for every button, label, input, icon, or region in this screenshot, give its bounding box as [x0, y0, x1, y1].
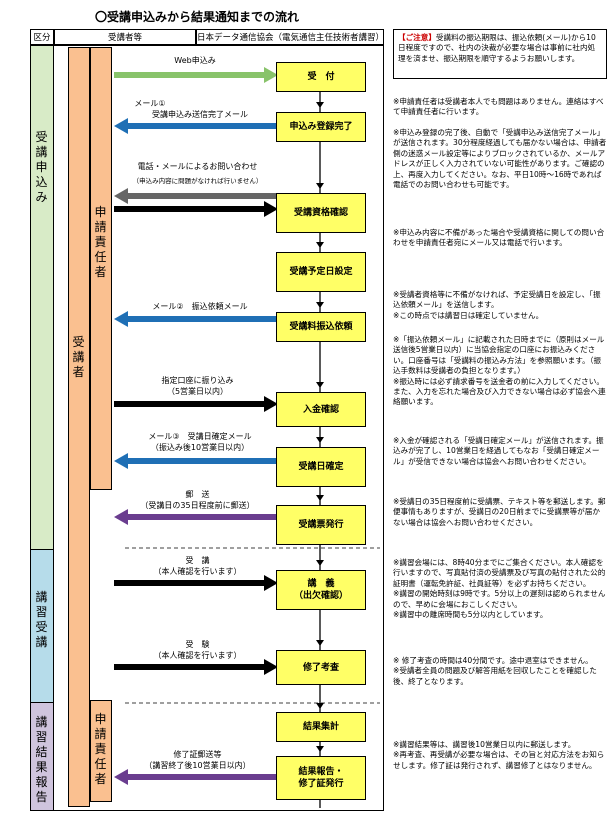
arrow-body [114, 580, 264, 586]
arrow-body [128, 774, 278, 780]
page-title: 〇受講申込みから結果通知までの流れ [95, 10, 300, 24]
header-applicant: 受講者等 [54, 29, 196, 45]
phase-label-training: 講習受講 [35, 590, 49, 649]
step-date-confirmed: 受講日確定 [276, 447, 366, 487]
arrow-label-6a: メール③ 受講日確定メール [148, 432, 252, 441]
note-3: ※申込み内容に不備があった場合や受講資格に関しての問い合わせを申請責任者宛にメー… [393, 228, 605, 248]
header-category: 区分 [30, 29, 54, 45]
arrow-completion-mail [114, 118, 278, 134]
arrow-head [264, 396, 278, 412]
caution-label: 【ご注意】 [398, 33, 436, 42]
phase-label-application: 受講申込み [35, 130, 49, 204]
note-2: ※申込み登録の完了後、自動で「受講申込み送信完了メール」が送信されます。30分程… [393, 128, 607, 190]
arrow-head [114, 509, 128, 525]
arrow-label-9a: 受 験 [185, 640, 210, 649]
header-association: 日本データ通信協会（電気通信主任技術者講習） [196, 29, 384, 45]
arrow-body [128, 514, 278, 520]
actor-responsible-column-1 [90, 47, 112, 490]
arrow-label-10b: （講習終了後10営業日以内） [144, 761, 251, 770]
step-ticket-issue: 受講票発行 [276, 505, 366, 545]
arrow-label-2a: メール① [134, 99, 166, 108]
step-eligibility-check: 受講資格確認 [276, 193, 366, 233]
arrow-label-7b: （受講日の35日程度前に郵送） [140, 501, 255, 510]
arrow-head [264, 67, 278, 83]
note-4: ※受講者資格等に不備がなければ、予定受講日を設定し、「振込依頼メール」を送信しま… [393, 290, 601, 320]
arrow-date-confirmed-mail [114, 453, 278, 469]
actor-trainee-column [68, 47, 90, 807]
arrow-head [114, 769, 128, 785]
step-registration-complete: 申込み登録完了 [276, 112, 366, 142]
arrow-label-5a: 指定口座に振り込み [161, 376, 234, 385]
actor-responsible-column-2 [90, 700, 112, 802]
arrow-body [128, 458, 278, 464]
note-10: ※講習結果等は、講習後10営業日以内に郵送します。 ※再考査、再受講が必要な場合… [393, 740, 605, 770]
note-8: ※講習会場には、8時40分までにご集合ください。本人確認を行いますので、写真貼付… [393, 558, 606, 620]
step-lecture: 講 義 （出欠確認） [276, 570, 366, 610]
arrow-label-5b: （5営業日以内） [166, 387, 229, 396]
note-1: ※申請責任者は受講者本人でも問題はありません。連絡はすべて申請責任者に行います。 [393, 97, 604, 117]
down-arrowheads [316, 102, 324, 752]
arrow-head [114, 311, 128, 327]
arrow-inquiry-reply [114, 201, 278, 217]
arrow-mailing [114, 509, 278, 525]
phase-application [30, 45, 54, 550]
arrow-label-3b: （申込み内容に問題がなければ行いません） [132, 177, 263, 185]
arrow-body [114, 206, 264, 212]
arrow-label-6b: （振込み後10営業日以内） [150, 443, 250, 452]
arrow-bank-transfer [114, 396, 278, 412]
note-9: ※ 修了考査の時間は40分間です。途中退室はできません。 ※受講者全員の問題及び… [393, 656, 597, 686]
arrow-body [114, 664, 264, 670]
arrow-body [128, 193, 278, 199]
note-6: ※入金が確認される「受講日確定メール」が送信されます。振込みが完了し、10営業日… [393, 436, 604, 466]
arrow-body [114, 72, 264, 78]
step-schedule-setting: 受講予定日設定 [276, 252, 366, 292]
step-final-exam: 修了考査 [276, 650, 366, 685]
step-result-tally: 結果集計 [276, 712, 366, 742]
arrow-certificate-mailing [114, 769, 278, 785]
caution-text: 受講料の振込期限は、振込依頼(メール)から10日程度ですので、社内の決裁が必要な… [398, 33, 596, 63]
arrow-head [264, 201, 278, 217]
arrow-head [264, 575, 278, 591]
step-result-report: 結果報告・ 修了証発行 [276, 756, 366, 800]
arrow-head [114, 453, 128, 469]
arrow-label-7a: 郵 送 [185, 490, 210, 499]
arrow-body [128, 123, 278, 129]
note-5: ※「振込依頼メール」に記載された日時までに（原則はメール送信後5営業日以内）に当… [393, 335, 606, 407]
flow-frame [54, 45, 384, 811]
phase-training [30, 550, 54, 703]
arrow-label-3a: 電話・メールによるお問い合わせ [137, 162, 258, 171]
step-payment-confirmation: 入金確認 [276, 392, 366, 427]
note-7: ※受講日の35日程度前に受講票、テキスト等を郵送します。郵便事情もありますが、受… [393, 497, 606, 527]
arrow-payment-request-mail [114, 311, 278, 327]
step-payment-request: 受講料振込依頼 [276, 312, 366, 342]
phase-result [30, 703, 54, 811]
arrow-body [128, 316, 278, 322]
arrow-label-1a: Web申込み [174, 56, 216, 65]
arrow-web-application [114, 67, 278, 83]
arrow-label-8b: （本人確認を行います） [153, 567, 242, 576]
caution-note: 【ご注意】受講料の振込期限は、振込依頼(メール)から10日程度ですので、社内の決… [393, 29, 607, 79]
arrow-label-8a: 受 講 [185, 556, 210, 565]
arrow-head [264, 659, 278, 675]
arrow-inquiry [114, 188, 278, 204]
arrow-label-10a: 修了証郵送等 [173, 750, 222, 759]
phase-label-result: 講習結果報告 [35, 715, 49, 804]
arrow-label-4a: メール② 振込依頼メール [152, 302, 248, 311]
arrow-body [114, 401, 264, 407]
arrow-attend [114, 575, 278, 591]
actor-label-trainee: 受講者 [72, 335, 86, 379]
actor-label-responsible-1: 申請責任者 [94, 205, 108, 279]
arrow-head [114, 188, 128, 204]
arrow-label-9b: （本人確認を行います） [153, 651, 242, 660]
arrow-label-2b: 受講申込み送信完了メール [152, 110, 248, 119]
arrow-head [114, 118, 128, 134]
arrow-exam [114, 659, 278, 675]
step-reception: 受 付 [276, 62, 366, 92]
actor-label-responsible-2: 申請責任者 [94, 712, 108, 786]
